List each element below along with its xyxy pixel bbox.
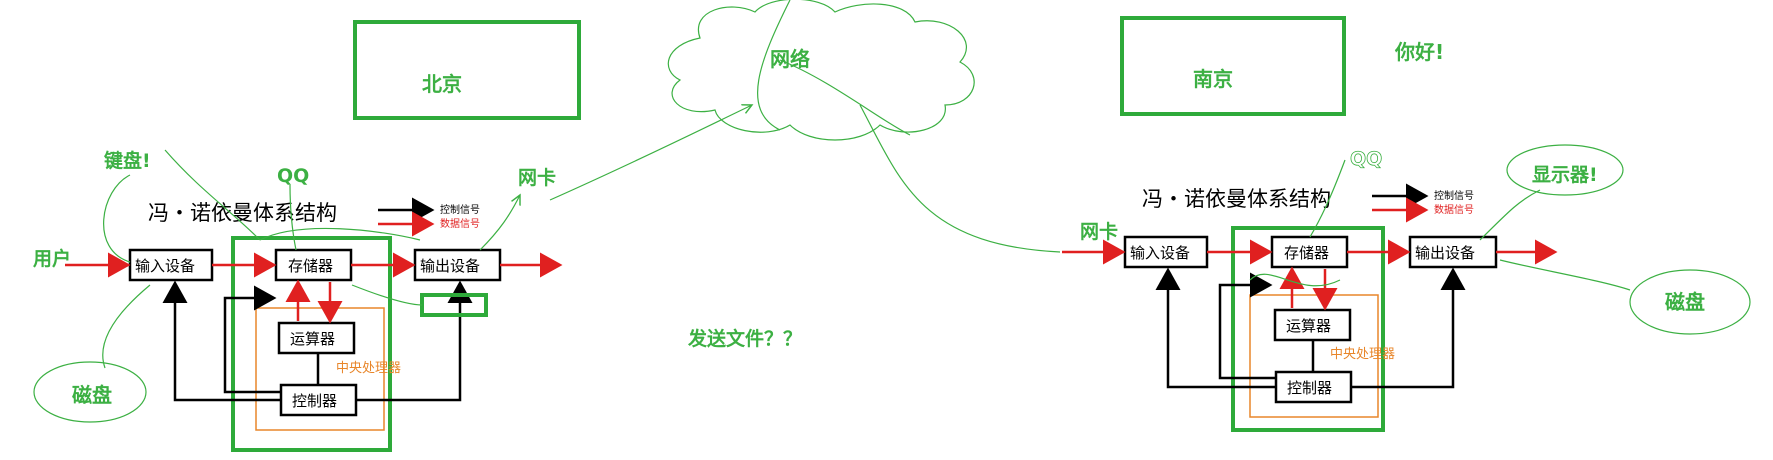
left-legend-control: 控制信号 <box>440 203 480 216</box>
right-output-label: 输出设备 <box>1415 244 1475 262</box>
right-highlight-box <box>1231 226 1385 432</box>
qq-left-label: QQ <box>277 165 309 187</box>
beijing-label: 北京 <box>422 72 462 96</box>
beijing-box <box>353 20 581 120</box>
right-input-label: 输入设备 <box>1130 244 1190 262</box>
left-legend-data: 数据信号 <box>440 217 480 230</box>
nanjing-box <box>1120 16 1346 116</box>
display-line <box>1479 189 1541 241</box>
qq-line <box>289 184 297 251</box>
right-title: 冯・诺依曼体系结构 <box>1142 187 1331 211</box>
cloud-to-right-nic <box>859 104 1061 253</box>
left-ctrl-output-line <box>356 280 473 402</box>
left-memory-label: 存储器 <box>288 257 333 275</box>
left-scribble-a <box>259 227 421 241</box>
qq-right-line <box>1309 159 1346 238</box>
right-legend-control: 控制信号 <box>1434 189 1474 202</box>
right-alu-label: 运算器 <box>1286 317 1331 335</box>
cloud-scribble-2 <box>779 59 911 136</box>
left-title: 冯・诺依曼体系结构 <box>148 201 337 225</box>
right-ctrl-input-line <box>1155 267 1276 389</box>
nanjing-label: 南京 <box>1193 67 1233 91</box>
left-scribble-b <box>351 284 423 306</box>
send-file-label: 发送文件？？ <box>687 327 802 350</box>
network-cloud <box>667 0 975 141</box>
display-label: 显示器! <box>1532 164 1598 186</box>
disk-right-circle <box>1629 269 1751 335</box>
nic-right-label: 网卡 <box>1080 220 1118 243</box>
left-nic-to-cloud <box>549 105 752 201</box>
left-output-label: 输出设备 <box>420 257 480 275</box>
keyboard-scribble <box>103 174 131 263</box>
left-nic-box <box>420 293 488 317</box>
disk-to-input-scribble <box>102 284 151 369</box>
qq-right-label: QQ <box>1350 148 1382 170</box>
cloud-scribble-1 <box>757 0 791 131</box>
left-input-label: 输入设备 <box>135 257 195 275</box>
right-controller-label: 控制器 <box>1287 379 1332 397</box>
left-ctrl-mem-line <box>223 285 281 394</box>
left-memory-box <box>274 248 353 282</box>
display-circle <box>1506 144 1624 196</box>
left-highlight-box <box>231 236 392 452</box>
disk-left-circle <box>33 361 147 423</box>
right-memory-label: 存储器 <box>1284 244 1329 262</box>
left-controller-box <box>279 383 358 417</box>
disk-right-label: 磁盘 <box>1665 290 1705 314</box>
right-ctrl-mem-line <box>1218 272 1276 380</box>
left-nic-arrow <box>479 195 520 251</box>
left-controller-label: 控制器 <box>292 392 337 410</box>
left-cpu-label: 中央处理器 <box>336 361 401 376</box>
keyboard-line <box>164 149 261 241</box>
user-label: 用户 <box>33 247 71 270</box>
network-label: 网络 <box>770 47 810 71</box>
hello-label: 你好! <box>1394 40 1444 64</box>
right-legend-data: 数据信号 <box>1434 203 1474 216</box>
right-scribble <box>1249 273 1341 287</box>
left-alu-box <box>277 321 356 355</box>
disk-left-label: 磁盘 <box>72 383 112 407</box>
nic-left-label: 网卡 <box>518 166 556 189</box>
right-ctrl-output-line <box>1351 267 1466 389</box>
right-cpu-label: 中央处理器 <box>1330 347 1395 362</box>
left-alu-label: 运算器 <box>290 330 335 348</box>
disk-right-line <box>1499 259 1631 291</box>
keyboard-label: 键盘! <box>103 149 151 172</box>
left-ctrl-input-line <box>162 280 281 402</box>
